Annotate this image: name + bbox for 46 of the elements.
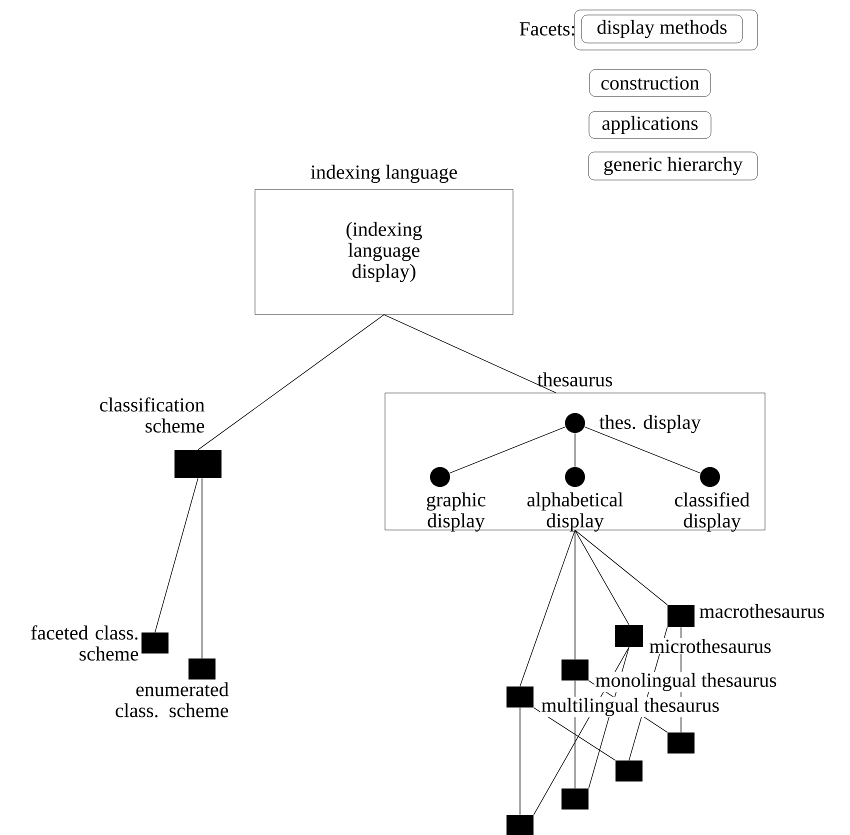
selected-facet-frame xyxy=(574,10,758,50)
node-label: monolingual thesaurus xyxy=(594,672,778,692)
connector-line xyxy=(584,426,701,474)
node-label: classification scheme xyxy=(100,397,205,433)
node-label: classified display xyxy=(675,492,750,532)
facet-chip: display methods xyxy=(581,14,743,44)
facets-label: Facets: xyxy=(520,22,574,36)
connector-line xyxy=(198,314,384,450)
connector-line xyxy=(574,530,576,660)
node-square xyxy=(188,658,216,680)
node-square xyxy=(668,732,694,754)
node-square xyxy=(668,605,694,627)
node-label: graphic display xyxy=(426,492,486,532)
node-label: alphabetical display xyxy=(527,492,623,532)
node-label: macrothesaurus xyxy=(698,602,826,620)
connector-line xyxy=(533,707,616,761)
node-dot xyxy=(700,467,720,487)
node-square xyxy=(142,632,168,654)
node-square xyxy=(615,625,643,647)
connector-line xyxy=(574,432,576,468)
node-dot xyxy=(565,413,585,433)
connector-line xyxy=(384,314,556,394)
node-square xyxy=(506,815,534,835)
node-label: faceted class. scheme xyxy=(31,625,138,661)
connector-line xyxy=(574,530,668,606)
connector-line xyxy=(154,478,198,633)
display-box: indexing language (indexing language display) xyxy=(254,164,514,315)
node-square xyxy=(506,686,534,708)
facet-chip: construction xyxy=(589,69,711,97)
node-square xyxy=(616,760,642,782)
node-label: thesaurus xyxy=(537,372,612,386)
node-square xyxy=(562,788,588,810)
connector-line xyxy=(449,426,566,474)
node-square xyxy=(562,660,588,680)
node-dot xyxy=(430,467,450,487)
node-label: microthesaurus xyxy=(648,638,772,654)
node-dot xyxy=(565,467,585,487)
facet-chip: generic hierarchy xyxy=(588,152,758,180)
node-square xyxy=(174,450,222,478)
node-label: indexing language xyxy=(310,164,457,183)
node-label: thes. display xyxy=(599,414,701,434)
node-label: enumerated class. scheme xyxy=(116,682,229,718)
node-label: multilingual thesaurus xyxy=(540,696,721,718)
connector-line xyxy=(574,530,630,626)
connector-line xyxy=(520,530,576,687)
facet-chip: applications xyxy=(588,111,712,139)
